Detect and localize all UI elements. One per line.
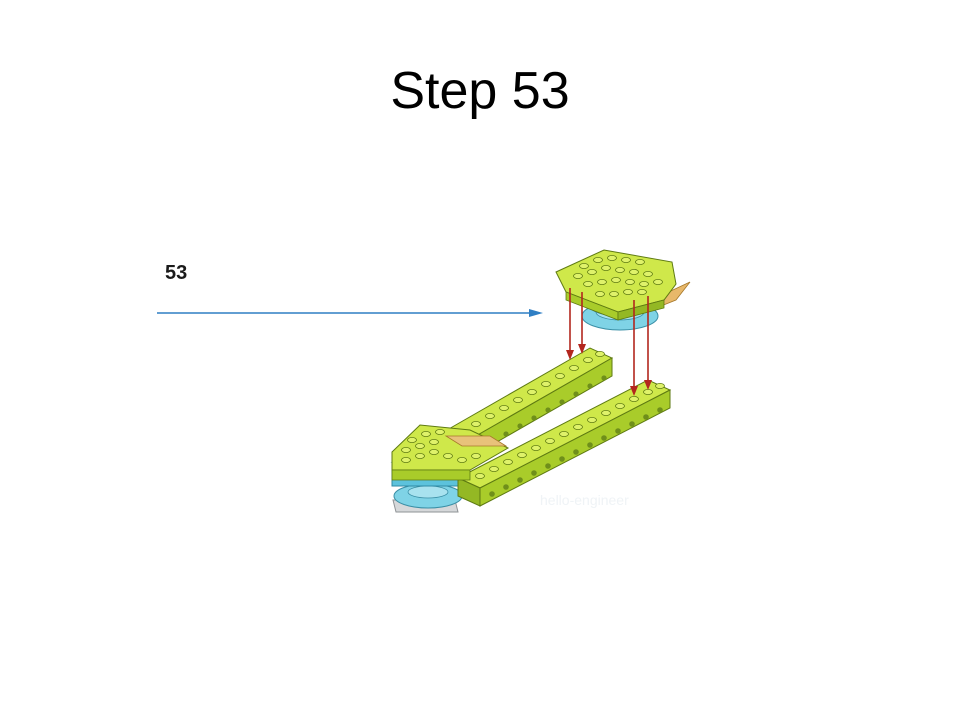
arrow-right-icon [157,309,543,317]
watermark: hello-engineer [540,492,629,508]
incoming-subassembly [555,249,691,331]
step-number-label: 53 [165,262,188,284]
arrow-down-icon [566,288,652,396]
base-assembly [390,347,672,513]
page-title: Step 53 [390,62,570,120]
